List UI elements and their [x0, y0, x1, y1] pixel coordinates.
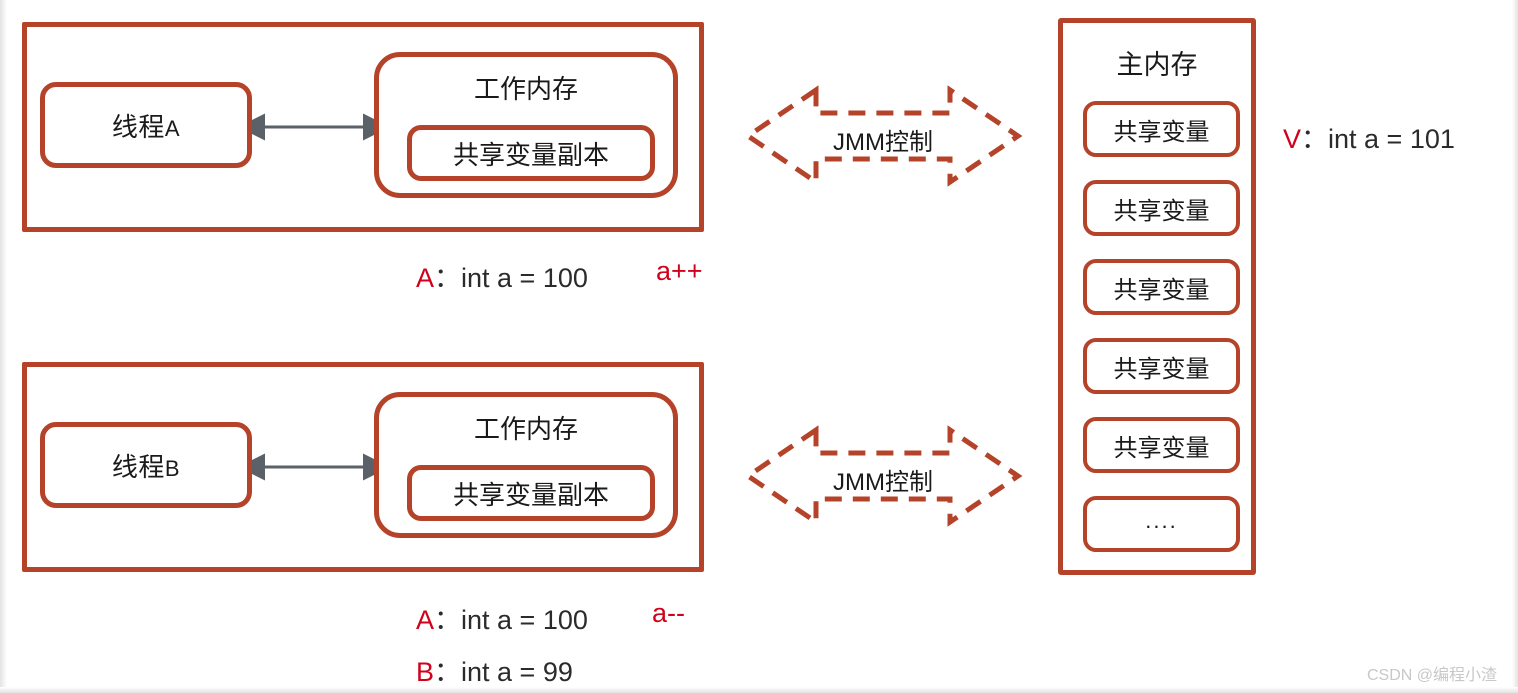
main-memory-variable-1[interactable]: 共享变量 [1083, 180, 1240, 236]
thread-a-note-0-tag: A [416, 263, 435, 293]
thread-a-working-memory-title: 工作内存 [473, 74, 578, 104]
main-memory-variable-5[interactable]: .... [1083, 496, 1240, 552]
main-memory-variable-4[interactable]: 共享变量 [1083, 417, 1240, 473]
thread-a-note-0: A：int a = 100 [416, 256, 588, 295]
thread-a-connector-arrow [252, 113, 376, 141]
thread-b-label: 线程B [111, 451, 181, 482]
thread-b-working-memory: 工作内存 共享变量副本 [374, 392, 678, 538]
main-memory-variable-0[interactable]: 共享变量 [1083, 101, 1240, 157]
thread-b-operation: a-- [652, 598, 685, 628]
main-memory-container: 主内存 共享变量 共享变量 共享变量 共享变量 共享变量 .... [1058, 18, 1256, 575]
thread-b-note-1-tag: B [416, 657, 435, 687]
thread-b-note-0: A：int a = 100 [416, 598, 588, 637]
thread-b-box[interactable]: 线程B [40, 422, 252, 508]
main-memory-note-sep: ： [1301, 124, 1329, 154]
thread-b-connector-arrow [252, 453, 376, 481]
watermark: CSDN @编程小渣 [1367, 667, 1498, 684]
thread-a-note-0-sep: ： [434, 263, 462, 293]
thread-b-note-0-text: int a = 100 [461, 605, 588, 635]
thread-b-note-1: B：int a = 99 [416, 650, 573, 689]
thread-b-note-1-text: int a = 99 [461, 657, 573, 687]
thread-a-working-memory: 工作内存 共享变量副本 [374, 52, 678, 198]
thread-b-note-1-sep: ： [434, 657, 462, 687]
main-memory-note: V：int a = 101 [1283, 117, 1455, 156]
jmm-control-bottom-icon [743, 425, 1023, 527]
main-memory-variable-2[interactable]: 共享变量 [1083, 259, 1240, 315]
canvas-edge-shadow-bottom [0, 687, 1518, 693]
thread-b-note-0-sep: ： [434, 605, 462, 635]
thread-b-copy-box[interactable]: 共享变量副本 [407, 465, 655, 521]
jmm-control-bottom: JMM控制 [742, 424, 1024, 528]
main-memory-note-tag: V [1283, 124, 1302, 154]
thread-b-note-0-tag: A [416, 605, 435, 635]
main-memory-note-text: int a = 101 [1328, 124, 1455, 154]
thread-a-label: 线程A [111, 111, 181, 142]
thread-a-operation: a++ [656, 256, 703, 286]
jmm-control-top: JMM控制 [742, 84, 1024, 188]
thread-a-copy-box[interactable]: 共享变量副本 [407, 125, 655, 181]
main-memory-title: 主内存 [1116, 50, 1198, 80]
thread-a-box[interactable]: 线程A [40, 82, 252, 168]
thread-a-note-0-text: int a = 100 [461, 263, 588, 293]
jmm-control-bottom-label: JMM控制 [833, 469, 933, 496]
canvas-edge-shadow-left [0, 0, 7, 693]
canvas-edge-shadow-right [1512, 0, 1518, 693]
jmm-control-top-label: JMM控制 [833, 129, 933, 156]
thread-b-working-memory-title: 工作内存 [473, 414, 578, 444]
jmm-control-top-icon [743, 85, 1023, 187]
main-memory-variable-3[interactable]: 共享变量 [1083, 338, 1240, 394]
